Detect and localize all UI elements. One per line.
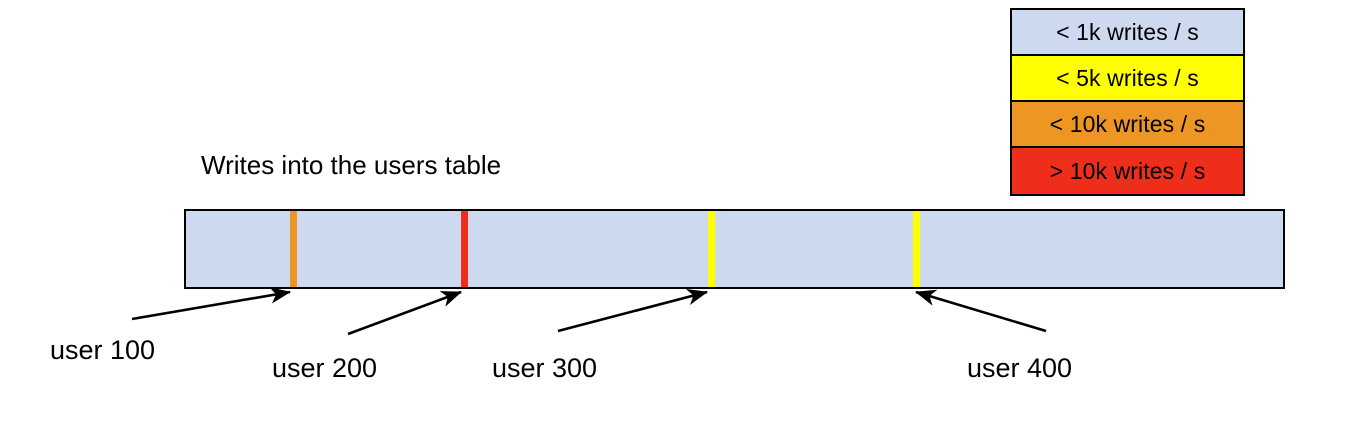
legend-row-lt-1k: < 1k writes / s [1012,10,1243,56]
legend-label-lt-1k: < 1k writes / s [1056,18,1199,45]
stripe-user-200 [461,211,468,287]
stripe-user-400 [913,211,920,287]
stripe-user-100 [290,211,297,287]
write-rate-legend: < 1k writes / s < 5k writes / s < 10k wr… [1010,8,1245,196]
legend-row-gt-10k: > 10k writes / s [1012,148,1243,194]
arrow-user-300 [557,288,709,333]
stripe-user-300 [708,211,715,287]
keyspace-bar [184,209,1285,289]
label-user-400: user 400 [967,353,1073,383]
arrow-user-400 [915,289,1047,333]
label-user-300: user 300 [492,353,598,383]
legend-label-lt-5k: < 5k writes / s [1056,64,1199,91]
label-user-100: user 100 [50,335,156,365]
arrow-user-100 [131,287,292,321]
arrow-user-200 [347,290,462,336]
legend-label-lt-10k: < 10k writes / s [1049,110,1206,137]
label-user-200: user 200 [272,353,378,383]
legend-label-gt-10k: > 10k writes / s [1049,157,1206,184]
diagram-caption: Writes into the users table [201,150,502,180]
legend-row-lt-5k: < 5k writes / s [1012,56,1243,102]
legend-row-lt-10k: < 10k writes / s [1012,102,1243,148]
